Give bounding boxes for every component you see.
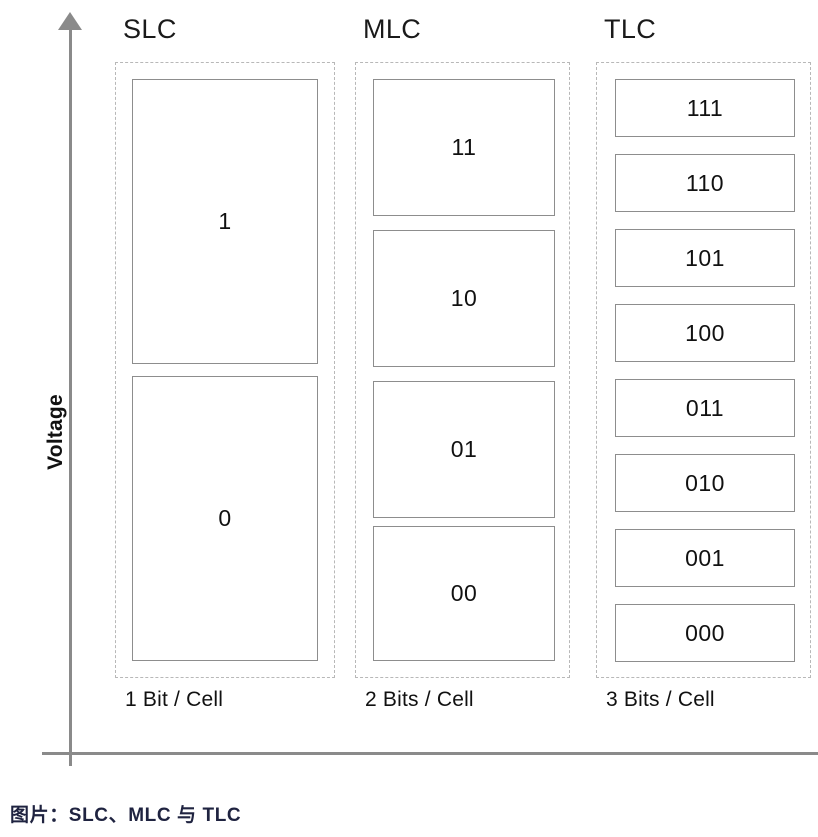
column-group-mlc: 11 10 01 00 <box>355 62 570 678</box>
column-header-slc: SLC <box>123 14 177 44</box>
column-footer-tlc: 3 Bits / Cell <box>606 688 715 711</box>
level-cell-tlc-101: 101 <box>615 229 795 287</box>
level-cell-slc-1: 1 <box>132 79 318 364</box>
column-header-mlc: MLC <box>363 14 422 44</box>
level-cell-tlc-011: 011 <box>615 379 795 437</box>
column-header-tlc: TLC <box>604 14 657 44</box>
level-cell-tlc-010: 010 <box>615 454 795 512</box>
level-cell-tlc-001: 001 <box>615 529 795 587</box>
level-cell-tlc-111: 111 <box>615 79 795 137</box>
column-group-slc: 1 0 <box>115 62 335 678</box>
bits-per-cell-axis-line <box>42 752 818 755</box>
level-cell-mlc-01: 01 <box>373 381 555 518</box>
level-cell-mlc-10: 10 <box>373 230 555 367</box>
level-cell-slc-0: 0 <box>132 376 318 661</box>
arrow-up-icon <box>58 12 82 30</box>
figure-caption: 图片：SLC、MLC 与 TLC <box>10 805 242 826</box>
level-cell-mlc-11: 11 <box>373 79 555 216</box>
voltage-axis-line <box>69 26 72 766</box>
column-group-tlc: 111 110 101 100 011 010 001 000 <box>596 62 811 678</box>
level-cell-mlc-00: 00 <box>373 526 555 661</box>
column-footer-slc: 1 Bit / Cell <box>125 688 224 711</box>
level-cell-tlc-110: 110 <box>615 154 795 212</box>
level-cell-tlc-000: 000 <box>615 604 795 662</box>
column-footer-mlc: 2 Bits / Cell <box>365 688 474 711</box>
level-cell-tlc-100: 100 <box>615 304 795 362</box>
voltage-axis-label: Voltage <box>44 394 67 470</box>
